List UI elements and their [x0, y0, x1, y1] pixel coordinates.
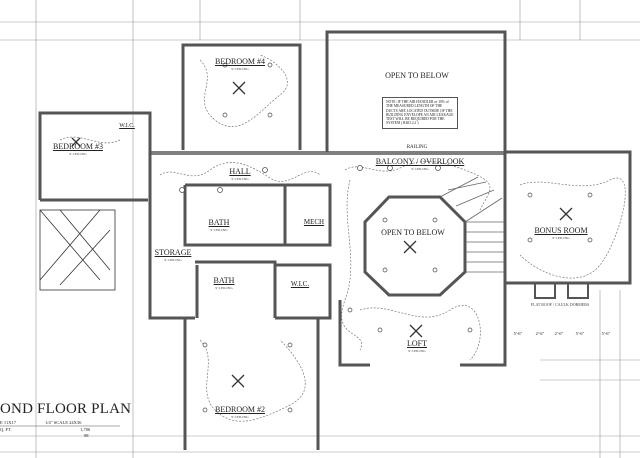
room-label-wic-2: W.I.C. [290, 280, 310, 288]
railing [150, 151, 505, 155]
ceiling-label: 9' CEILING [210, 228, 228, 232]
room-label-mech: MECH [303, 218, 325, 226]
extra-value: 98 [84, 433, 89, 438]
sheet-size: E 11X17 [0, 420, 16, 425]
room-label-bedroom-4: BEDROOM #4 [214, 57, 266, 66]
room-label-wic: W.I.C. [119, 123, 135, 129]
room-label-bath: BATH [208, 218, 230, 227]
octagon-opening [363, 195, 467, 297]
roof-hatch [39, 209, 116, 291]
room-label-storage: STORAGE [154, 248, 192, 257]
room-label-bonus-room: BONUS ROOM [534, 226, 588, 235]
ceiling-label: 9' CEILING [215, 286, 233, 290]
air-handler-note: NOTE: IF THE AIR HANDLER or 10% of THE M… [382, 97, 458, 129]
room-label-open-to-below-center: OPEN TO BELOW [381, 228, 445, 237]
room-label-bedroom-3: BEDROOM #3 [52, 142, 104, 151]
ceiling-label: 9' CEILING [552, 236, 570, 240]
room-label-loft: LOFT [407, 339, 427, 348]
room-label-hall: HALL [229, 167, 251, 176]
roof-note: FLAT ROOF / CAULK DORMERS [530, 302, 590, 307]
ceiling-fans [71, 81, 573, 388]
walls [38, 30, 632, 450]
wiring [59, 54, 626, 422]
scale-label: 1/4" SCALE 24X36 [45, 420, 82, 425]
room-label-balcony: BALCONY / OVERLOOK [375, 157, 465, 166]
ceiling-label: 9' CEILING [231, 177, 249, 181]
dimension: 2'-6" [535, 331, 545, 336]
stairs [439, 176, 505, 273]
ceiling-label: 9' CEILING [231, 67, 249, 71]
dimension: 5'-6" [513, 331, 523, 336]
dimension: 5'-6" [575, 331, 585, 336]
ceiling-label: 9' CEILING [411, 167, 429, 171]
sq-ft-value: 1,786 [80, 427, 91, 432]
room-label-open-to-below: OPEN TO BELOW [385, 71, 449, 80]
railing-label: RAILING [406, 145, 428, 150]
dormers [534, 282, 589, 299]
dimension: 2'-6" [554, 331, 564, 336]
ceiling-label: 9' CEILING [408, 349, 426, 353]
room-label-bath-2: BATH [213, 276, 235, 285]
light-fixtures [179, 62, 593, 413]
room-label-bedroom-2: BEDROOM #2 [214, 405, 266, 414]
ceiling-label: 9' CEILING [231, 415, 249, 419]
ceiling-label: 9' CEILING [69, 152, 87, 156]
dimension: 5'-6" [601, 331, 611, 336]
plan-title: OND FLOOR PLAN [0, 401, 132, 417]
sq-ft-label: Q. FT. [0, 427, 12, 432]
ceiling-label: 9' CEILING [164, 258, 182, 262]
